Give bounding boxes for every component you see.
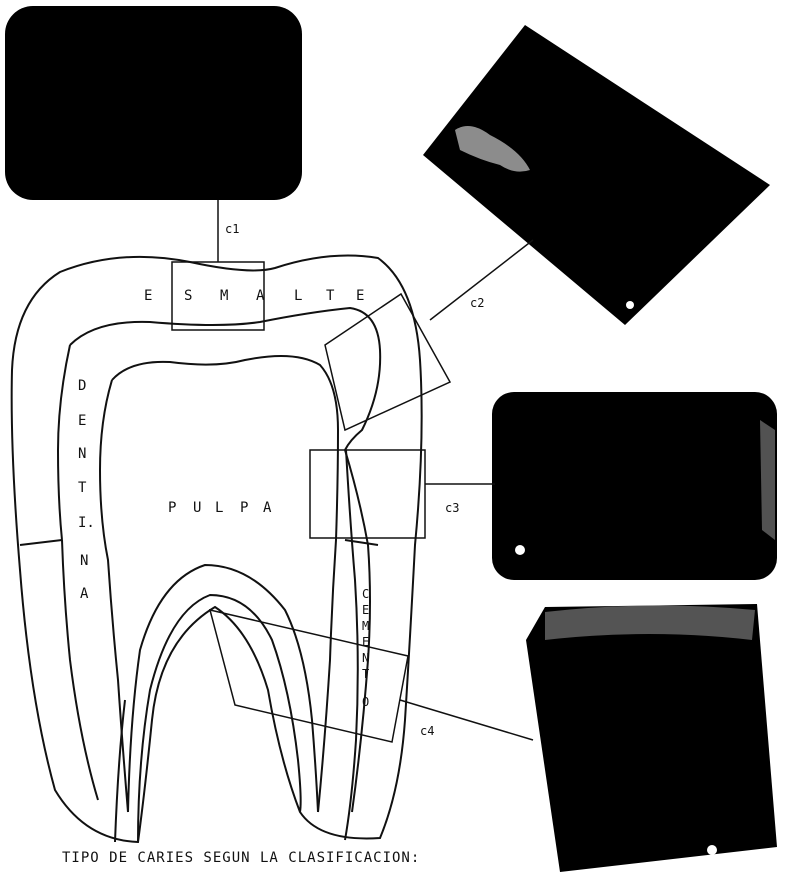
svg-text:M: M [362, 619, 369, 633]
label-esmalte: E S M A L T E [144, 288, 364, 304]
micrograph-c3 [492, 392, 777, 580]
svg-text:P: P [168, 500, 176, 516]
svg-text:N: N [80, 553, 88, 569]
micrograph-c1 [5, 6, 302, 200]
svg-text:L: L [294, 288, 302, 304]
micrograph-c4 [526, 604, 777, 872]
svg-text:S: S [184, 288, 192, 304]
svg-text:N: N [78, 446, 86, 462]
label-c3: c3 [445, 501, 459, 515]
svg-text:A: A [263, 500, 272, 516]
label-pulpa: P U L P A [168, 500, 272, 516]
micrograph-c2 [423, 25, 770, 325]
figure-caption: TIPO DE CARIES SEGUN LA CLASIFICACION: [62, 850, 420, 866]
label-c1: c1 [225, 222, 239, 236]
svg-text:T: T [78, 480, 87, 496]
leader-lines [218, 200, 533, 740]
svg-text:D: D [78, 378, 86, 394]
svg-text:U: U [193, 500, 201, 516]
svg-text:A: A [80, 586, 89, 602]
svg-text:L: L [215, 500, 223, 516]
svg-text:E: E [362, 603, 369, 617]
svg-text:N: N [362, 651, 369, 665]
svg-text:I.: I. [78, 515, 95, 531]
svg-text:O: O [362, 695, 369, 709]
svg-text:T: T [362, 667, 369, 681]
tooth-drawing [12, 256, 422, 842]
svg-text:P: P [240, 500, 248, 516]
svg-text:E: E [144, 288, 152, 304]
svg-text:E: E [362, 635, 369, 649]
svg-text:E: E [356, 288, 364, 304]
svg-text:A: A [256, 288, 265, 304]
label-c4: c4 [420, 724, 434, 738]
svg-text:E: E [78, 413, 86, 429]
svg-text:T: T [326, 288, 335, 304]
box-c3 [310, 450, 425, 538]
svg-text:M: M [220, 288, 228, 304]
label-dentina: D E N T I. N A [78, 378, 95, 602]
svg-text:C: C [362, 587, 369, 601]
box-c2 [325, 294, 450, 430]
label-c2: c2 [470, 296, 484, 310]
